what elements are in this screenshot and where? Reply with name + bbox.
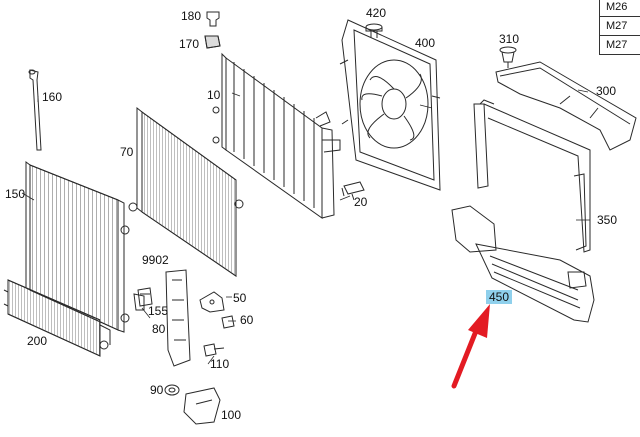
callout-10[interactable]: 10: [207, 88, 221, 102]
part-420-bolt: [365, 23, 383, 38]
table-cell: M27: [599, 35, 640, 55]
part-180-clip: [206, 11, 220, 27]
callout-350[interactable]: 350: [597, 213, 618, 227]
callout-20[interactable]: 20: [354, 195, 368, 209]
part-160-rod: [28, 69, 42, 151]
part-70-radiator: [128, 106, 244, 277]
part-310-clip: [499, 46, 517, 68]
part-110-bolt: [203, 343, 225, 357]
leader-lines: [21, 89, 590, 365]
table-row: M27: [599, 16, 640, 36]
red-arrow-icon: [451, 304, 490, 389]
callout-150[interactable]: 150: [5, 187, 26, 201]
part-50-bracket: [199, 291, 225, 313]
part-350-air-duct: [473, 99, 591, 253]
part-400-fan-shroud: [339, 19, 441, 191]
part-170-bush: [204, 35, 221, 49]
part-60-bolt: [221, 315, 235, 329]
part-200-cooler: [3, 279, 111, 357]
callout-80[interactable]: 80: [152, 322, 166, 336]
callout-310[interactable]: 310: [499, 32, 520, 46]
callout-200[interactable]: 200: [27, 334, 48, 348]
callout-100[interactable]: 100: [221, 408, 242, 422]
model-table: M26 M27 M27: [599, 0, 640, 55]
part-10-radiator: [212, 52, 341, 219]
callout-300[interactable]: 300: [596, 84, 617, 98]
callout-110[interactable]: 110: [210, 357, 230, 371]
callout-70[interactable]: 70: [120, 145, 134, 159]
callout-170[interactable]: 170: [179, 37, 200, 51]
callout-180[interactable]: 180: [181, 9, 202, 23]
part-100-bracket: [183, 387, 221, 425]
callout-90[interactable]: 90: [150, 383, 164, 397]
part-80-bracket: [165, 269, 191, 367]
part-90-grommet: [164, 384, 180, 396]
callout-9902[interactable]: 9902: [142, 253, 169, 267]
callout-420[interactable]: 420: [366, 6, 387, 20]
table-row: M27: [599, 35, 640, 55]
part-20-sensor: [341, 181, 365, 201]
callout-155[interactable]: 155: [148, 304, 169, 318]
part-300-bracket: [495, 61, 637, 151]
table-row: M26: [599, 0, 640, 17]
part-9902-seal: [137, 287, 153, 307]
callout-60[interactable]: 60: [240, 313, 254, 327]
callout-160[interactable]: 160: [42, 90, 63, 104]
callout-50[interactable]: 50: [233, 291, 247, 305]
table-cell: M26: [599, 0, 640, 17]
callout-400[interactable]: 400: [415, 36, 436, 50]
callout-450-highlighted[interactable]: 450: [486, 290, 513, 304]
table-cell: M27: [599, 16, 640, 36]
part-450-air-guide: [451, 205, 595, 323]
